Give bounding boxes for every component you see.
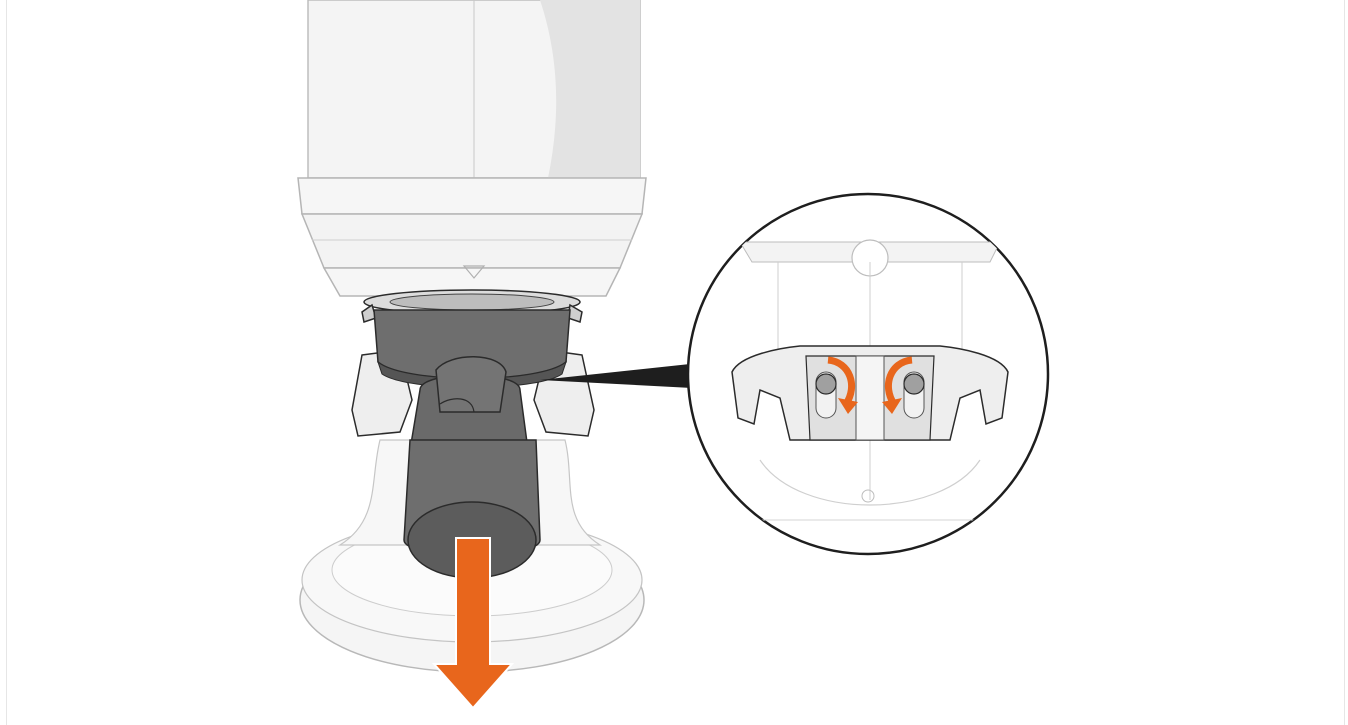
- holder-ring: [363, 289, 581, 315]
- detail-callout: [686, 192, 1050, 556]
- arrow-down-icon: [431, 537, 515, 710]
- rotate-counterclockwise-icon: [882, 356, 913, 414]
- left-frame-line: [6, 0, 7, 725]
- grinder-body: [297, 0, 647, 300]
- callout-pointer: [540, 364, 692, 388]
- right-frame-line: [1344, 0, 1345, 725]
- rotate-clockwise-icon: [827, 356, 858, 414]
